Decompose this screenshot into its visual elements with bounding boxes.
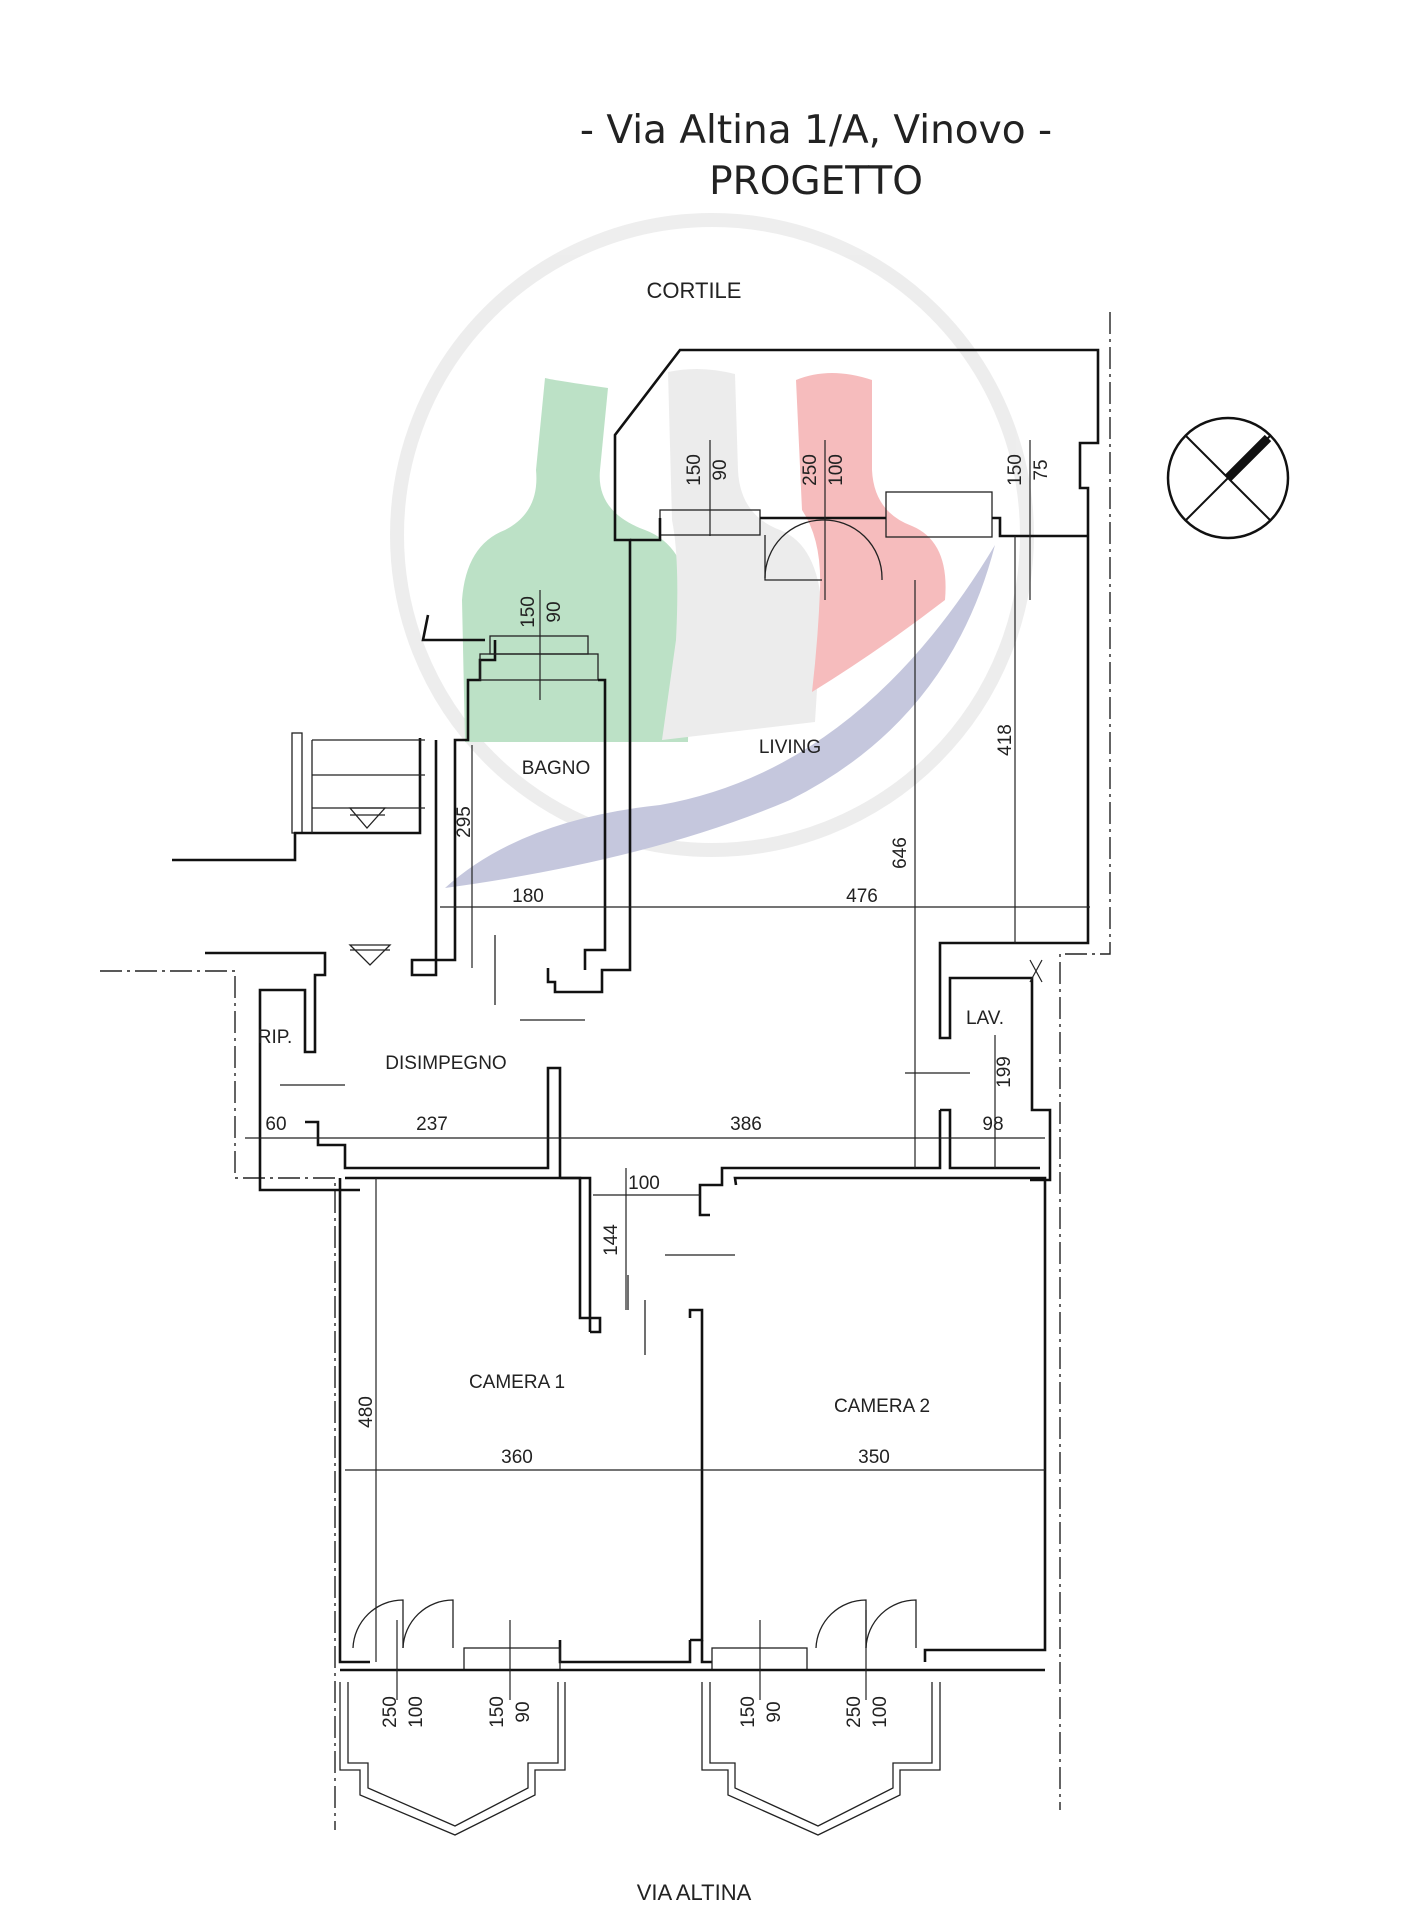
room-camera-1: CAMERA 1 [469, 1372, 565, 1393]
opening-camera-1-window: 150 90 [487, 1696, 534, 1728]
dim-lav-width: 98 [982, 1114, 1003, 1135]
dim-living-right-height: 418 [995, 724, 1016, 756]
room-rip: RIP. [258, 1027, 293, 1048]
svg-text:100: 100 [406, 1696, 427, 1728]
svg-text:150: 150 [1005, 454, 1026, 486]
room-bagno: BAGNO [522, 758, 591, 779]
svg-text:75: 75 [1031, 459, 1052, 480]
dim-bagno-width: 180 [512, 886, 544, 907]
dim-hall-width-2: 386 [730, 1114, 762, 1135]
courtyard-label: CORTILE [647, 278, 742, 303]
svg-text:150: 150 [684, 454, 705, 486]
dim-door-width: 100 [628, 1173, 660, 1194]
svg-text:250: 250 [844, 1696, 865, 1728]
svg-text:90: 90 [764, 1701, 785, 1722]
svg-text:90: 90 [513, 1701, 534, 1722]
dim-corridor-height: 144 [601, 1224, 622, 1256]
dim-camera-1-width: 360 [501, 1447, 533, 1468]
opening-camera-2-door: 250 100 [844, 1696, 891, 1728]
opening-living-window-left: 150 90 [684, 454, 731, 486]
room-lav: LAV. [966, 1008, 1004, 1029]
dim-bagno-height: 295 [454, 806, 475, 838]
svg-text:250: 250 [800, 454, 821, 486]
dim-hall-width-1: 237 [416, 1114, 448, 1135]
opening-living-door: 250 100 [800, 454, 847, 486]
svg-text:150: 150 [518, 596, 539, 628]
svg-text:100: 100 [826, 454, 847, 486]
opening-bagno-window: 150 90 [518, 596, 565, 628]
door-swings [280, 519, 970, 1649]
page-title: - Via Altina 1/A, Vinovo - [580, 108, 1052, 153]
street-label: VIA ALTINA [637, 1880, 752, 1905]
dim-lav-height: 199 [994, 1056, 1015, 1088]
property-boundary [100, 312, 1111, 1830]
opening-camera-1-door: 250 100 [380, 1696, 427, 1728]
dim-camera-1-height: 480 [356, 1396, 377, 1428]
dim-rip-width: 60 [265, 1114, 286, 1135]
svg-text:100: 100 [870, 1696, 891, 1728]
dim-living-width: 476 [846, 886, 878, 907]
room-camera-2: CAMERA 2 [834, 1396, 930, 1417]
dimension-lines [245, 440, 1090, 1700]
dim-living-height: 646 [890, 837, 911, 869]
opening-camera-2-window: 150 90 [738, 1696, 785, 1728]
opening-living-window-right: 150 75 [1005, 454, 1052, 486]
svg-text:90: 90 [544, 601, 565, 622]
page-subtitle: PROGETTO [709, 159, 923, 204]
dim-camera-2-width: 350 [858, 1447, 890, 1468]
svg-text:150: 150 [487, 1696, 508, 1728]
svg-text:90: 90 [710, 459, 731, 480]
walls [172, 348, 1100, 1836]
svg-text:250: 250 [380, 1696, 401, 1728]
svg-text:150: 150 [738, 1696, 759, 1728]
room-disimpegno: DISIMPEGNO [385, 1053, 506, 1074]
room-living: LIVING [759, 737, 821, 758]
north-arrow-icon [1166, 416, 1290, 540]
agency-logo-watermark [390, 213, 1034, 888]
